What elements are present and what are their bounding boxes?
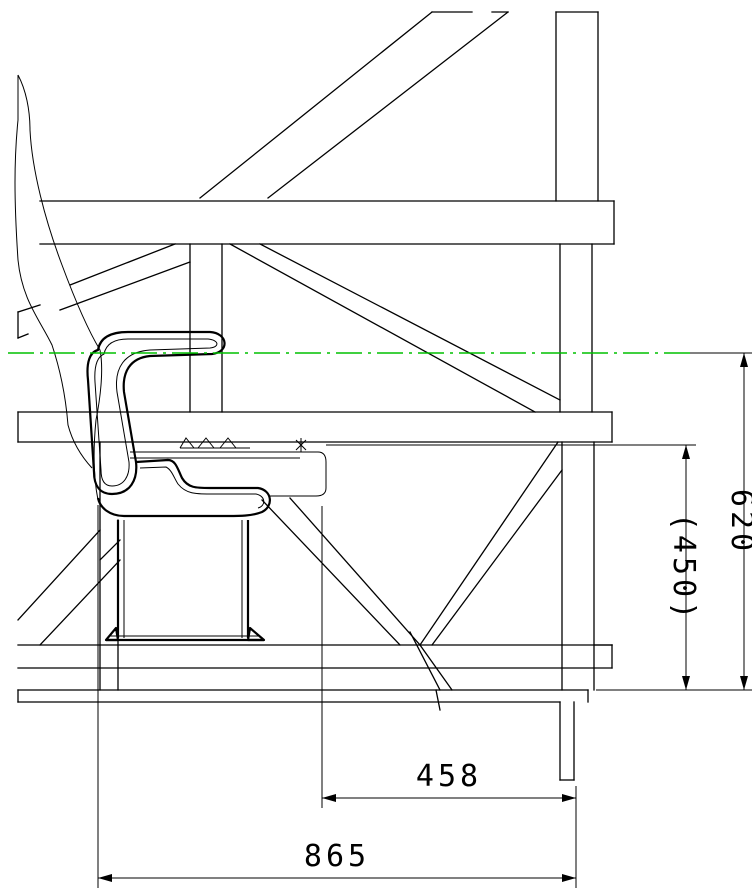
mounting-box <box>130 451 327 497</box>
dimension-620: 620 <box>724 489 752 555</box>
dimension-865: 865 <box>304 839 370 874</box>
armrest <box>86 330 226 496</box>
seat <box>14 74 327 642</box>
dimension-450: (450) <box>666 513 701 623</box>
seat-cushion <box>96 458 271 518</box>
pedestal <box>104 520 266 642</box>
dimensions: 865 458 (450) 620 <box>97 352 752 888</box>
steel-frame <box>17 11 615 781</box>
backrest-outline <box>17 74 103 501</box>
dimension-458: 458 <box>416 759 482 794</box>
